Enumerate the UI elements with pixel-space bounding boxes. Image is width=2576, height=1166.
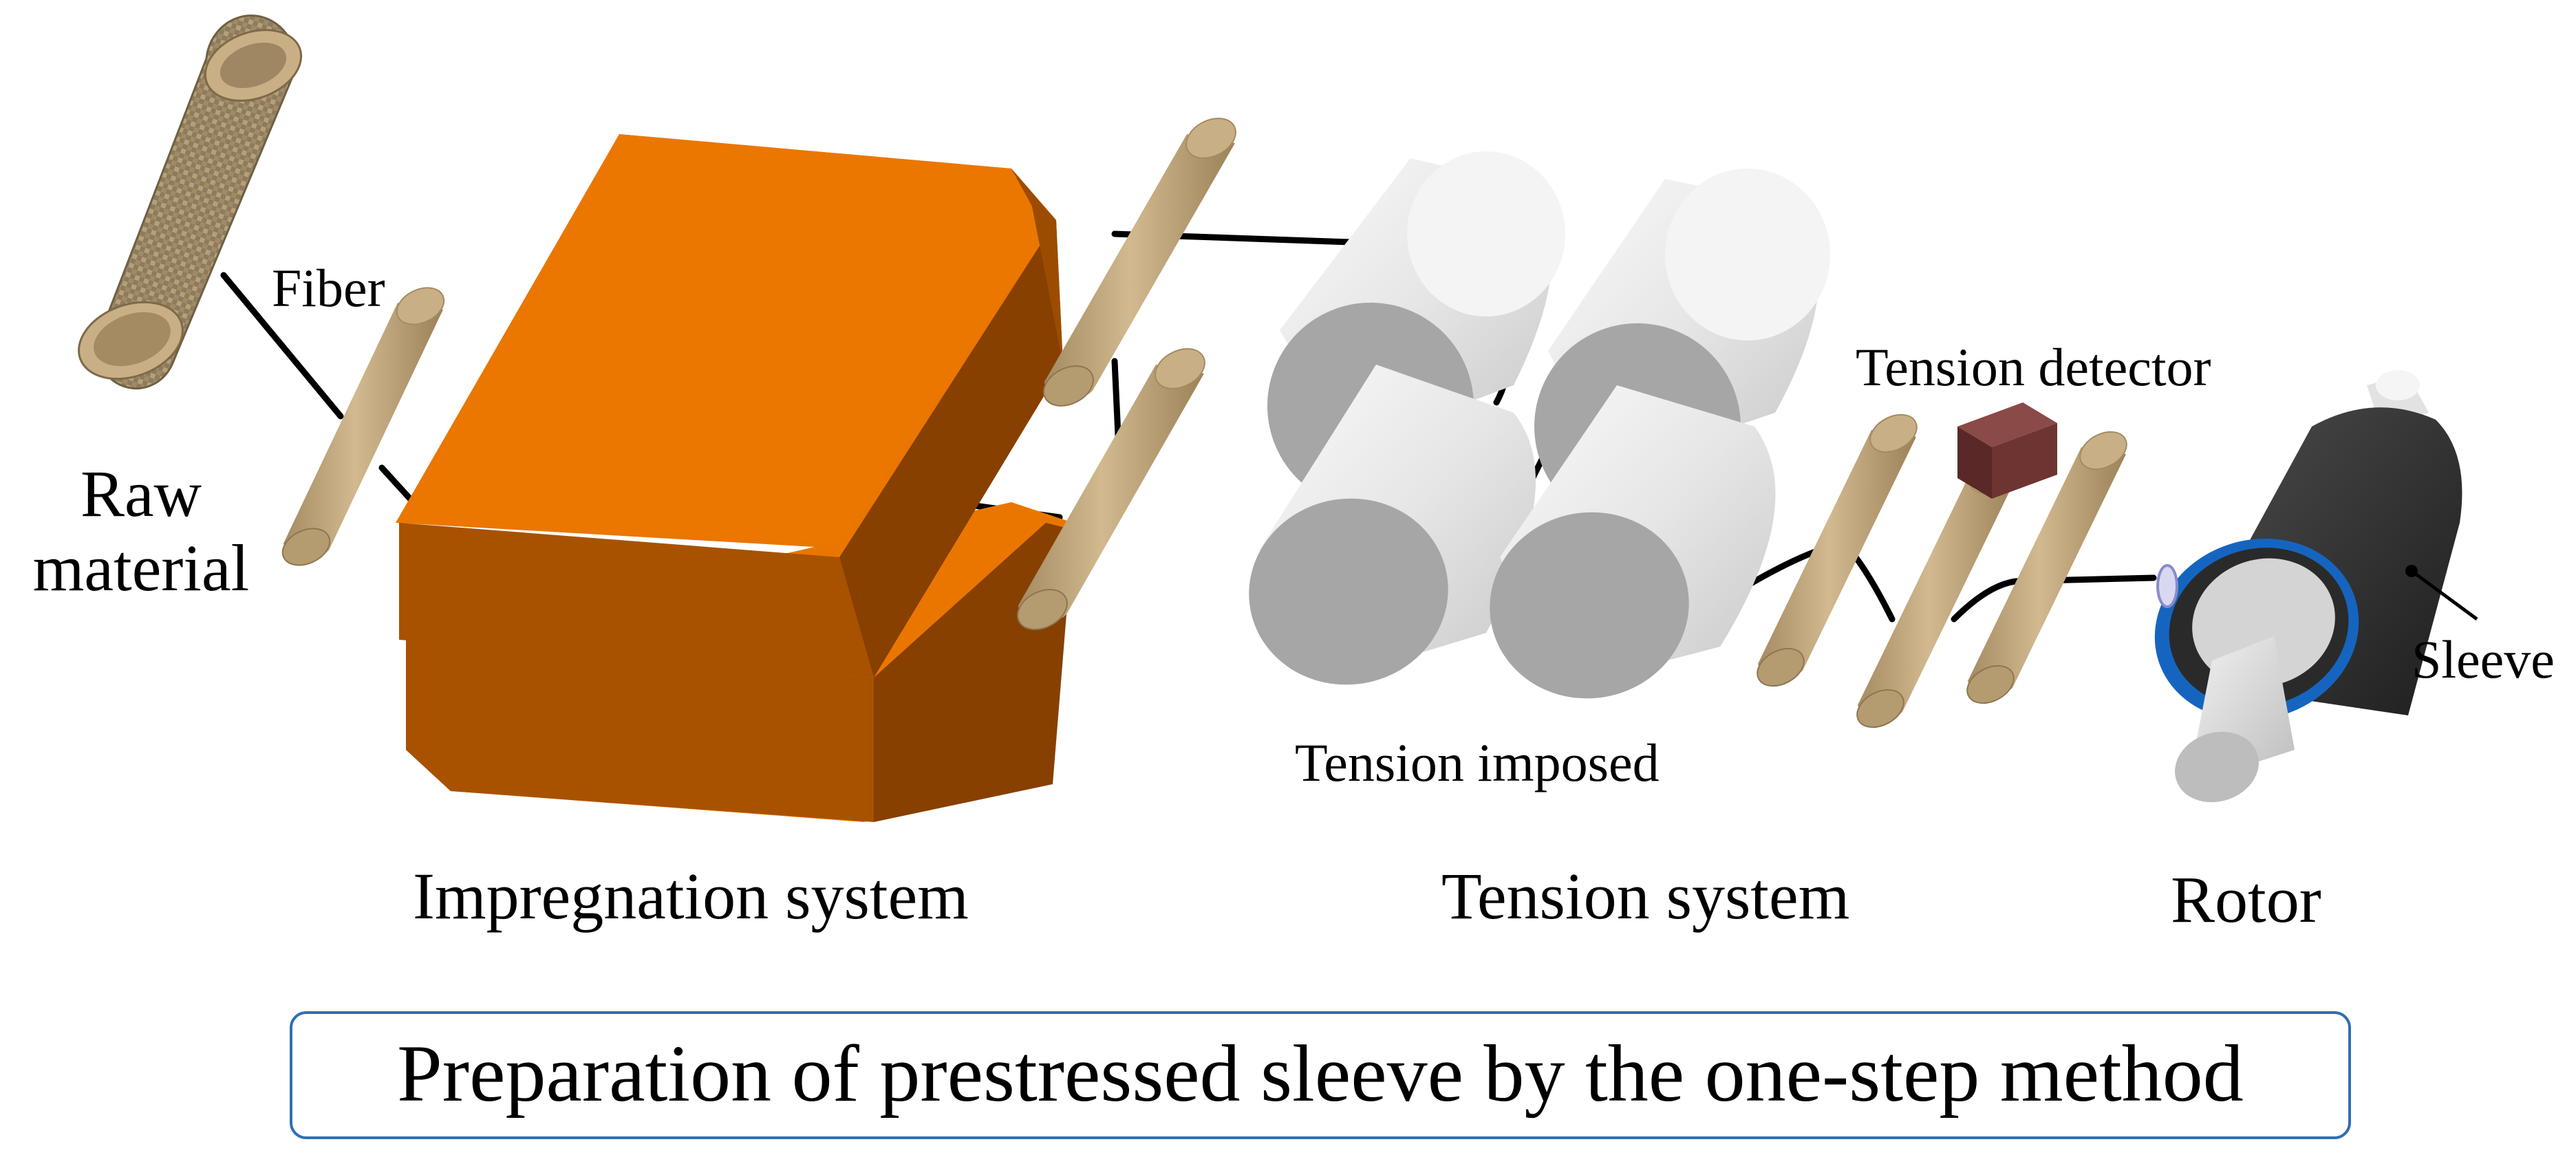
tension-drum-icon: [1249, 151, 1830, 699]
tension-system-label: Tension system: [1441, 859, 1849, 933]
tension-roller-1: [1757, 413, 1918, 687]
impregnation-bath-icon: [396, 134, 1073, 822]
tension-roller-3: [1966, 431, 2127, 704]
guide-roller-2: [1043, 118, 1236, 407]
sleeve-leader-line: [2405, 565, 2478, 621]
fiber-label: Fiber: [272, 258, 385, 318]
caption-box: Preparation of prestressed sleeve by the…: [290, 1011, 2351, 1139]
raw-material-label-line1: Raw: [80, 457, 202, 530]
guide-roller-3: [1017, 348, 1205, 630]
impregnation-system-label: Impregnation system: [413, 859, 969, 933]
raw-material-spool-icon: [78, 14, 303, 390]
rotor-label: Rotor: [2171, 863, 2321, 936]
tension-detector-icon: [1957, 402, 2057, 499]
tension-imposed-label: Tension imposed: [1295, 733, 1660, 792]
rotor-icon: [2154, 370, 2462, 803]
tension-detector-label: Tension detector: [1856, 337, 2211, 397]
sleeve-label: Sleeve: [2412, 629, 2555, 689]
caption-text: Preparation of prestressed sleeve by the…: [397, 1028, 2244, 1119]
guide-roller-1: [281, 287, 445, 566]
raw-material-label-line2: material: [33, 531, 249, 605]
